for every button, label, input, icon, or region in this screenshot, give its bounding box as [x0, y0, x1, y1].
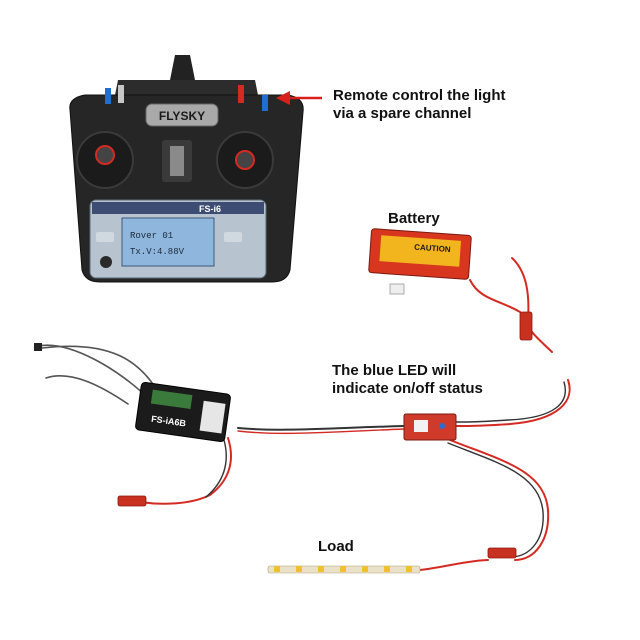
battery-wire-2	[469, 279, 521, 313]
receiver-pins	[199, 400, 226, 434]
screen-line-1: Rover 01	[130, 231, 173, 241]
load-wire	[449, 439, 550, 561]
switch-module	[403, 413, 457, 441]
led-chip-3	[318, 566, 324, 572]
antenna-tip	[34, 343, 42, 351]
led-chip-4	[340, 566, 346, 572]
arrow-head-icon	[276, 91, 290, 105]
connector-battery	[519, 311, 533, 341]
remote-caption-line-2: via a spare channel	[333, 105, 472, 122]
status-led-icon	[439, 423, 445, 429]
switch-module-chip	[414, 420, 428, 432]
switch-module-body	[403, 413, 457, 441]
connector-load	[487, 547, 517, 559]
brand-plate	[145, 103, 219, 127]
antenna-wire-1	[37, 344, 151, 401]
load-caption: Load	[318, 538, 354, 555]
led-caption-line-1: The blue LED will	[332, 362, 457, 379]
battery-to-switch-wire	[455, 379, 571, 427]
switch-left-1	[105, 88, 111, 104]
battery: CAUTION	[368, 228, 472, 295]
switch-right-1	[238, 85, 244, 103]
gimbal-left-stick	[95, 145, 115, 165]
receiver-model: FS-iA6B	[151, 414, 188, 429]
battery-caution-text: CAUTION	[414, 243, 451, 255]
battery-label	[379, 235, 462, 267]
led-strip	[267, 565, 421, 574]
pointer-arrow	[276, 91, 322, 105]
lcd-screen	[121, 217, 215, 267]
led-chip-7	[406, 566, 412, 572]
connectors	[117, 311, 533, 559]
antenna-wire-3	[45, 375, 129, 405]
signal-wire	[237, 425, 405, 431]
load-wire-black	[447, 442, 544, 558]
battery-balance-plug	[389, 283, 405, 295]
remote-control-caption: Remote control the light via a spare cha…	[333, 87, 506, 123]
screen-line-2: Tx.V:4.88V	[130, 247, 185, 257]
transmitter-antenna	[170, 55, 195, 80]
switch-right-2	[262, 95, 268, 111]
led-caption-line-2: indicate on/off status	[332, 380, 483, 397]
receiver: FS-iA6B	[135, 381, 231, 443]
receiver-power-wire	[139, 437, 232, 505]
load-strip-wire	[419, 559, 489, 571]
connector-receiver	[117, 495, 147, 507]
transmitter: FLYSKY FS-i6 Rover 01 Tx.V:4.88V	[69, 55, 304, 283]
signal-wire-red	[237, 428, 405, 435]
screen-button-left	[96, 232, 114, 242]
remote-caption-line-1: Remote control the light	[333, 87, 506, 104]
led-chip-1	[274, 566, 280, 572]
receiver-label	[150, 389, 193, 410]
power-button	[100, 256, 112, 268]
transmitter-model: FS-i6	[199, 204, 221, 214]
battery-caption: Battery	[388, 210, 440, 227]
led-chip-5	[362, 566, 368, 572]
switch-left-2	[118, 85, 124, 103]
brand-logo: FLYSKY	[159, 109, 205, 123]
screen-button-right	[224, 232, 242, 242]
screen-header	[92, 202, 264, 214]
led-status-caption: The blue LED will indicate on/off status	[332, 362, 483, 398]
wires	[34, 257, 571, 571]
receiver-power-wire-black	[205, 439, 227, 498]
gimbal-right-stick	[235, 150, 255, 170]
battery-to-switch-wire-black	[455, 381, 566, 423]
led-chip-2	[296, 566, 302, 572]
led-chip-6	[384, 566, 390, 572]
transmitter-handle	[115, 80, 258, 95]
trim-center-inner	[170, 146, 184, 176]
